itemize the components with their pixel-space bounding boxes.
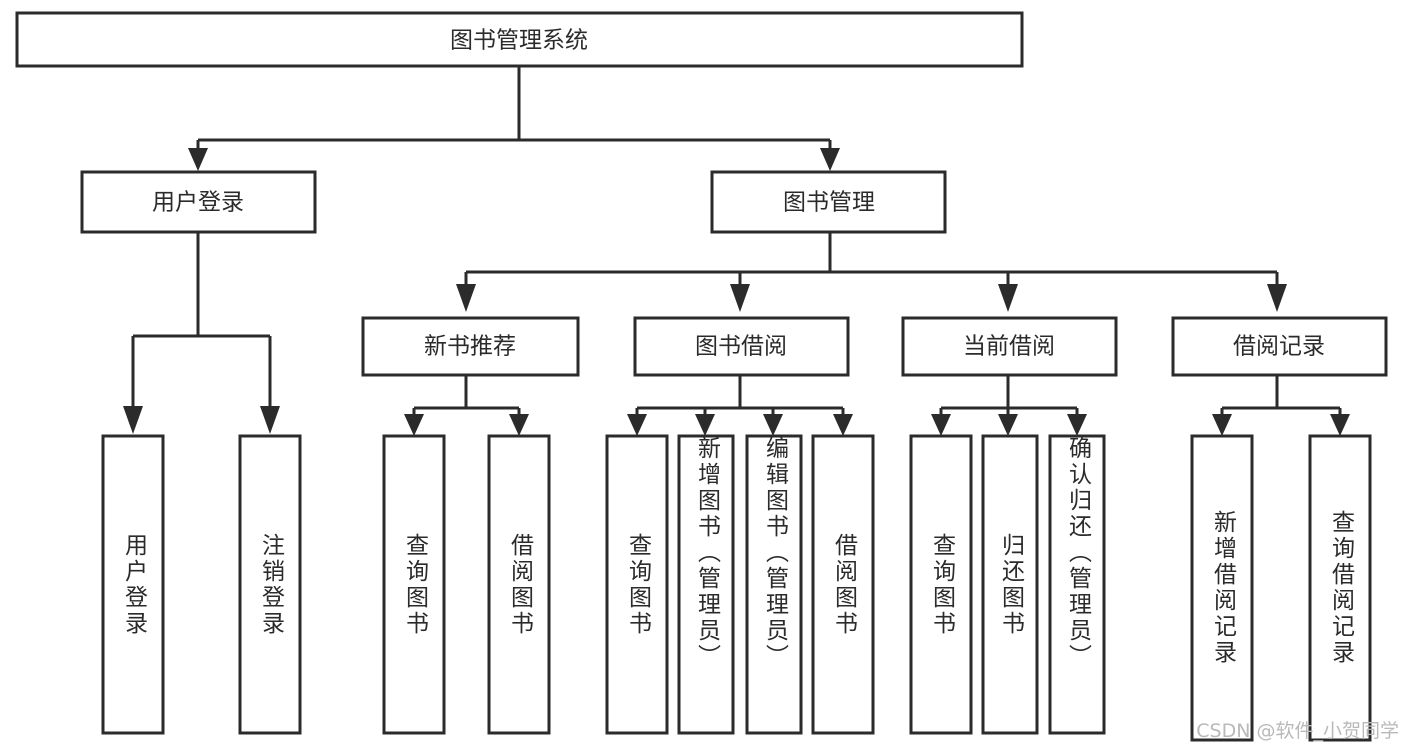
node-root[interactable]: 图书管理系统 xyxy=(15,11,1024,68)
node-user-login[interactable]: 用户登录 xyxy=(80,170,317,234)
arrow-cb-to-leaf-query-book-3 xyxy=(931,414,951,436)
arrow-nbr-to-leaf-borrow-book-1 xyxy=(509,414,529,436)
node-leaf-logout-login-box[interactable] xyxy=(238,434,302,735)
arrow-bb-to-leaf-edit-book xyxy=(763,414,783,436)
connector-layer xyxy=(123,66,1350,436)
arrow-bm-to-new-book-recommend xyxy=(456,284,476,312)
node-leaf-borrow-book-2-box[interactable] xyxy=(811,434,875,735)
arrow-root-to-user-login xyxy=(188,148,208,171)
node-leaf-query-record-box[interactable] xyxy=(1308,434,1372,742)
node-leaf-add-book-box[interactable] xyxy=(677,434,735,735)
node-leaf-return-book-box[interactable] xyxy=(981,434,1039,735)
node-leaf-add-record-box[interactable] xyxy=(1190,434,1254,742)
node-leaf-confirm-return-box[interactable] xyxy=(1048,434,1106,735)
csdn-watermark: CSDN @软件_小贺同学 xyxy=(1196,720,1399,742)
node-leaf-edit-book-box[interactable] xyxy=(745,434,803,735)
arrow-br-to-leaf-add-record xyxy=(1212,414,1232,436)
node-book-borrow-box xyxy=(633,316,850,377)
node-leaf-borrow-book-1-box[interactable] xyxy=(487,434,551,735)
node-user-login-label: 用户登录 xyxy=(152,190,244,216)
arrow-cb-to-leaf-return-book xyxy=(998,414,1018,436)
node-leaf-query-book-1-box[interactable] xyxy=(382,434,446,735)
node-new-book-recommend-box xyxy=(361,316,580,377)
arrow-cb-to-leaf-confirm-return xyxy=(1067,414,1087,436)
arrow-ul-to-leaf-logout-login xyxy=(260,406,280,434)
arrow-root-to-book-management xyxy=(820,148,840,171)
node-current-borrow-box xyxy=(901,316,1118,377)
arrow-bm-to-borrow-record xyxy=(1267,284,1287,312)
node-new-book-recommend-label: 新书推荐 xyxy=(424,334,516,360)
node-book-management-label: 图书管理 xyxy=(783,190,875,216)
node-borrow-record-box xyxy=(1171,316,1388,377)
node-leaf-user-login-box[interactable] xyxy=(101,434,165,735)
arrow-br-to-leaf-query-record xyxy=(1330,414,1350,436)
node-root-box xyxy=(15,11,1024,68)
node-user-login-box xyxy=(80,170,317,234)
arrow-ul-to-leaf-user-login xyxy=(123,406,143,434)
node-borrow-record[interactable]: 借阅记录 xyxy=(1171,316,1388,377)
arrow-bm-to-current-borrow xyxy=(998,284,1018,312)
node-new-book-recommend[interactable]: 新书推荐 xyxy=(361,316,580,377)
arrow-bb-to-leaf-query-book-2 xyxy=(627,414,647,436)
node-leaf-query-book-3-box[interactable] xyxy=(909,434,973,735)
node-book-borrow-label: 图书借阅 xyxy=(695,334,787,360)
node-root-label: 图书管理系统 xyxy=(450,28,588,54)
node-book-management-box xyxy=(710,170,947,234)
node-book-borrow[interactable]: 图书借阅 xyxy=(633,316,850,377)
arrow-bb-to-leaf-add-book xyxy=(695,414,715,436)
arrow-bb-to-leaf-borrow-book-2 xyxy=(833,414,853,436)
node-current-borrow[interactable]: 当前借阅 xyxy=(901,316,1118,377)
arrow-bm-to-book-borrow xyxy=(730,284,750,312)
arrow-nbr-to-leaf-query-book-1 xyxy=(404,414,424,436)
node-current-borrow-label: 当前借阅 xyxy=(963,334,1055,360)
node-leaf-query-book-2-box[interactable] xyxy=(605,434,669,735)
node-borrow-record-label: 借阅记录 xyxy=(1233,334,1325,360)
node-book-management[interactable]: 图书管理 xyxy=(710,170,947,234)
leaf-box-layer xyxy=(101,434,1372,742)
